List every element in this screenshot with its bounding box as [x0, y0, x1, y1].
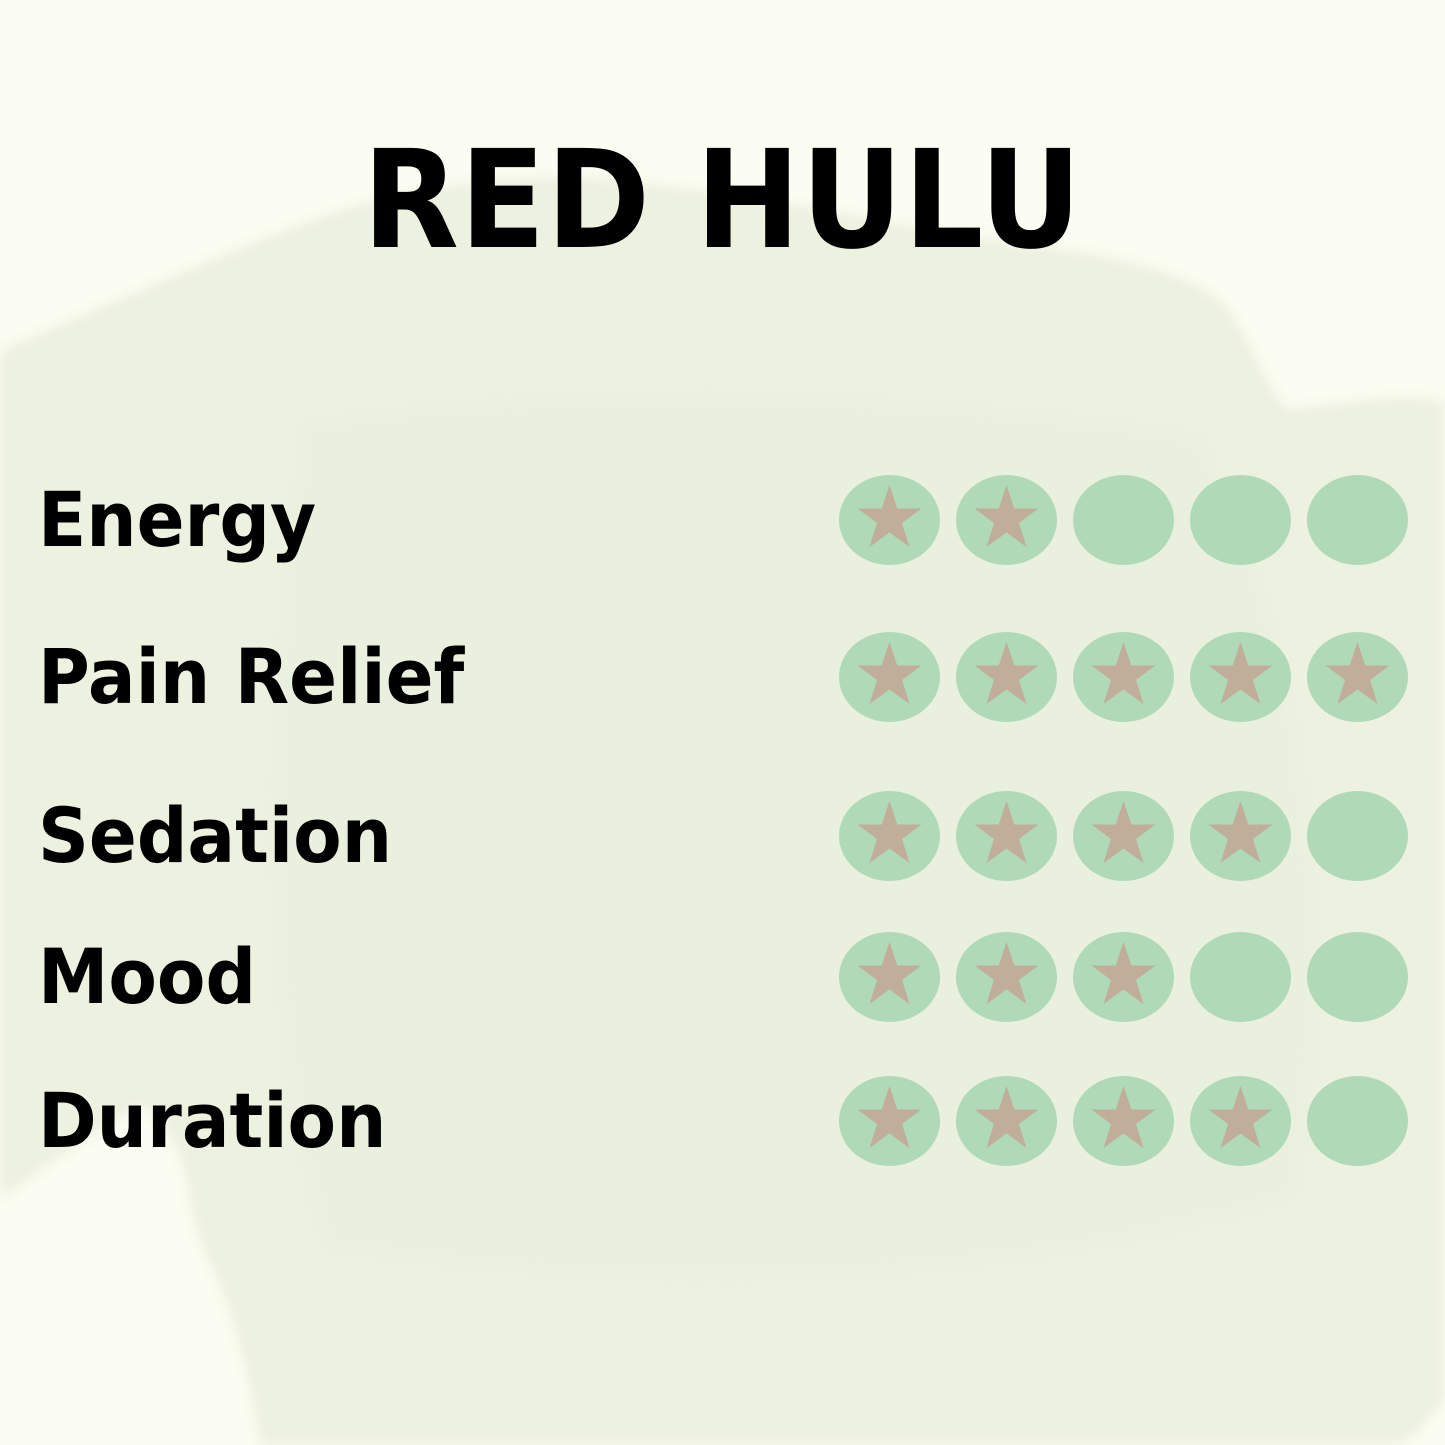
empty-circle-icon	[1307, 791, 1408, 881]
star-icon	[839, 932, 940, 1022]
star-icon	[1307, 632, 1408, 722]
empty-circle-icon	[1073, 475, 1174, 565]
empty-circle-icon	[1190, 475, 1291, 565]
rating-row-sedation: Sedation	[0, 786, 1445, 886]
star-icon	[839, 632, 940, 722]
star-icon	[1073, 791, 1174, 881]
row-label: Energy	[38, 475, 317, 564]
row-label: Mood	[38, 932, 257, 1021]
star-icon	[1073, 1076, 1174, 1166]
star-icon	[956, 1076, 1057, 1166]
empty-circle-icon	[1307, 475, 1408, 565]
row-label: Pain Relief	[38, 632, 465, 721]
star-icon	[956, 932, 1057, 1022]
empty-circle-icon	[1190, 932, 1291, 1022]
star-icon	[839, 791, 940, 881]
rating-dots	[839, 1076, 1408, 1166]
rating-row-mood: Mood	[0, 927, 1445, 1027]
rating-row-duration: Duration	[0, 1071, 1445, 1171]
row-label: Sedation	[38, 791, 393, 880]
star-icon	[1073, 632, 1174, 722]
row-label: Duration	[38, 1076, 387, 1165]
star-icon	[1190, 1076, 1291, 1166]
empty-circle-icon	[1307, 932, 1408, 1022]
star-icon	[839, 475, 940, 565]
star-icon	[956, 632, 1057, 722]
rating-dots	[839, 632, 1408, 722]
star-icon	[1190, 791, 1291, 881]
star-icon	[1073, 932, 1174, 1022]
rating-dots	[839, 932, 1408, 1022]
rating-dots	[839, 791, 1408, 881]
star-icon	[1190, 632, 1291, 722]
page-title: RED HULU	[362, 122, 1083, 280]
rating-dots	[839, 475, 1408, 565]
rating-row-energy: Energy	[0, 470, 1445, 570]
rating-row-pain-relief: Pain Relief	[0, 627, 1445, 727]
star-icon	[839, 1076, 940, 1166]
star-icon	[956, 475, 1057, 565]
star-icon	[956, 791, 1057, 881]
empty-circle-icon	[1307, 1076, 1408, 1166]
